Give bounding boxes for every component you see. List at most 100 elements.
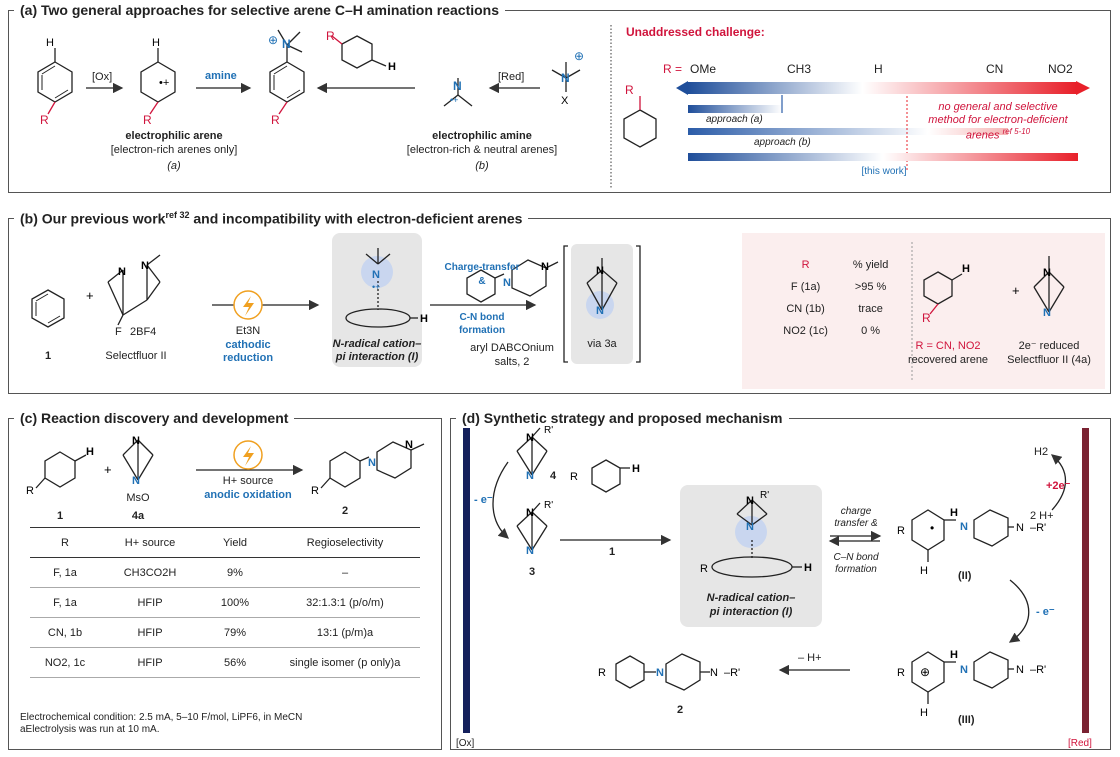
interaction-d-line1: N-radical cation–: [706, 592, 796, 604]
svg-text:•+: •+: [450, 95, 458, 105]
sub-ch3: CH3: [787, 62, 812, 76]
ct-line3: C-N bond: [459, 312, 505, 323]
label-4a: 4a: [131, 510, 145, 522]
svg-text:H: H: [388, 61, 396, 73]
label-2-d: 2: [676, 704, 684, 716]
label-1-c: 1: [56, 510, 64, 522]
th-yield: Yield: [200, 527, 270, 558]
aryl-line1: aryl DABCOnium: [470, 342, 554, 354]
svg-text:+: +: [104, 462, 112, 477]
ox-electrode-label: [Ox]: [456, 738, 475, 749]
svg-text:+: +: [1012, 283, 1020, 298]
svg-text:N: N: [596, 265, 604, 277]
f-label: F: [115, 326, 122, 338]
svg-text:•+: •+: [372, 282, 380, 292]
svg-text:–R': –R': [1030, 664, 1046, 676]
svg-text:R: R: [271, 113, 280, 127]
minus-e-ii: - e⁻: [1036, 606, 1055, 618]
svg-text:N: N: [503, 277, 511, 289]
svg-text:+: +: [86, 288, 94, 303]
svg-text:H: H: [920, 565, 928, 577]
svg-text:N: N: [132, 435, 140, 447]
svg-text:X: X: [561, 95, 569, 107]
svg-text:R': R': [544, 500, 553, 511]
h2-label: H2: [1034, 446, 1049, 458]
svg-text:R: R: [570, 471, 578, 483]
row2-yield: 100%: [200, 587, 270, 618]
svg-text:H: H: [920, 707, 928, 719]
svg-text:⊕: ⊕: [920, 665, 930, 679]
svg-text:N: N: [561, 71, 570, 85]
electrophilic-amine-label: electrophilic amine: [432, 130, 532, 142]
label-4-d: 4: [550, 470, 557, 482]
recovered-label: recovered arene: [907, 354, 989, 366]
panel-b-title: (b) Our previous workref 32 and incompat…: [14, 210, 529, 227]
int-iii-label: (III): [958, 714, 975, 726]
svg-text:N: N: [960, 664, 968, 676]
yield-header-yield: % yield: [852, 259, 889, 271]
svg-text:H: H: [962, 263, 970, 275]
approach-a-label: approach (a): [706, 114, 763, 125]
svg-text:H: H: [152, 37, 160, 49]
svg-text:R': R': [544, 425, 553, 436]
cathodic-line2: reduction: [222, 352, 274, 364]
th-h-source: H+ source: [100, 527, 200, 558]
svg-text:•+: •+: [159, 77, 169, 89]
svg-text:N: N: [746, 495, 754, 507]
svg-text:•: •: [930, 521, 934, 535]
panel-a: [8, 10, 1111, 193]
panel-d-title: (d) Synthetic strategy and proposed mech…: [456, 410, 789, 426]
svg-text:H: H: [86, 446, 94, 458]
h-source-label: H+ source: [222, 475, 274, 487]
svg-text:⊕: ⊕: [574, 49, 584, 63]
plus-2e-label: +2e⁻: [1046, 480, 1071, 492]
no-method-line2: method for electron-deficient: [928, 114, 1068, 126]
svg-text:–R': –R': [724, 667, 740, 679]
svg-text:N: N: [1016, 664, 1024, 676]
svg-text:H: H: [804, 562, 812, 574]
ct-line1: Charge-transfer: [444, 262, 520, 273]
svg-text:N: N: [1016, 522, 1024, 534]
row2-h: HFIP: [100, 587, 200, 618]
svg-text:–R': –R': [1030, 522, 1046, 534]
minus-h-label: – H+: [798, 652, 822, 664]
svg-text:N: N: [141, 260, 149, 272]
svg-text:N: N: [368, 457, 376, 469]
red-electrode-label: [Red]: [1068, 738, 1092, 749]
svg-text:N: N: [405, 439, 413, 451]
sub-h: H: [874, 62, 883, 76]
panel-c-title: (c) Reaction discovery and development: [14, 410, 295, 426]
footnote-2: aElectrolysis was run at 10 mA.: [20, 724, 160, 735]
svg-text:R: R: [26, 485, 34, 497]
sub-no2: NO2: [1048, 62, 1073, 76]
svg-text:R: R: [326, 29, 335, 43]
yield-v-2: trace: [858, 303, 883, 315]
challenge-label: Unaddressed challenge:: [626, 25, 765, 39]
row3-regio: 13:1 (p/m)a: [270, 617, 420, 648]
yield-v-1: >95 %: [854, 281, 887, 293]
svg-text:H: H: [950, 507, 958, 519]
mso-label: MsO: [126, 492, 150, 504]
selectfluor-label: Selectfluor II: [105, 350, 167, 362]
recovered-r-label: R = CN, NO2: [915, 340, 981, 352]
row1-r: F, 1a: [30, 557, 100, 588]
svg-text:N: N: [596, 305, 604, 317]
row4-yield: 56%: [200, 647, 270, 678]
yield-table: R% yield F (1a)>95 % CN (1b)trace NO2 (1…: [770, 254, 900, 342]
et3n-label: Et3N: [235, 325, 261, 337]
sub-cn: CN: [986, 62, 1004, 76]
svg-text:N: N: [541, 261, 549, 273]
svg-text:N: N: [526, 507, 534, 519]
interaction-d-line2: pi interaction (I): [709, 606, 793, 618]
th-r: R: [30, 527, 100, 558]
label-3-d: 3: [528, 566, 536, 578]
svg-text:N: N: [656, 667, 664, 679]
ct-d-line4: formation: [835, 564, 877, 575]
row2-regio: 32:1.3:1 (p/o/m): [270, 587, 420, 618]
svg-text:N: N: [132, 475, 140, 487]
svg-text:N: N: [118, 266, 126, 278]
ct-line4: formation: [458, 325, 506, 336]
